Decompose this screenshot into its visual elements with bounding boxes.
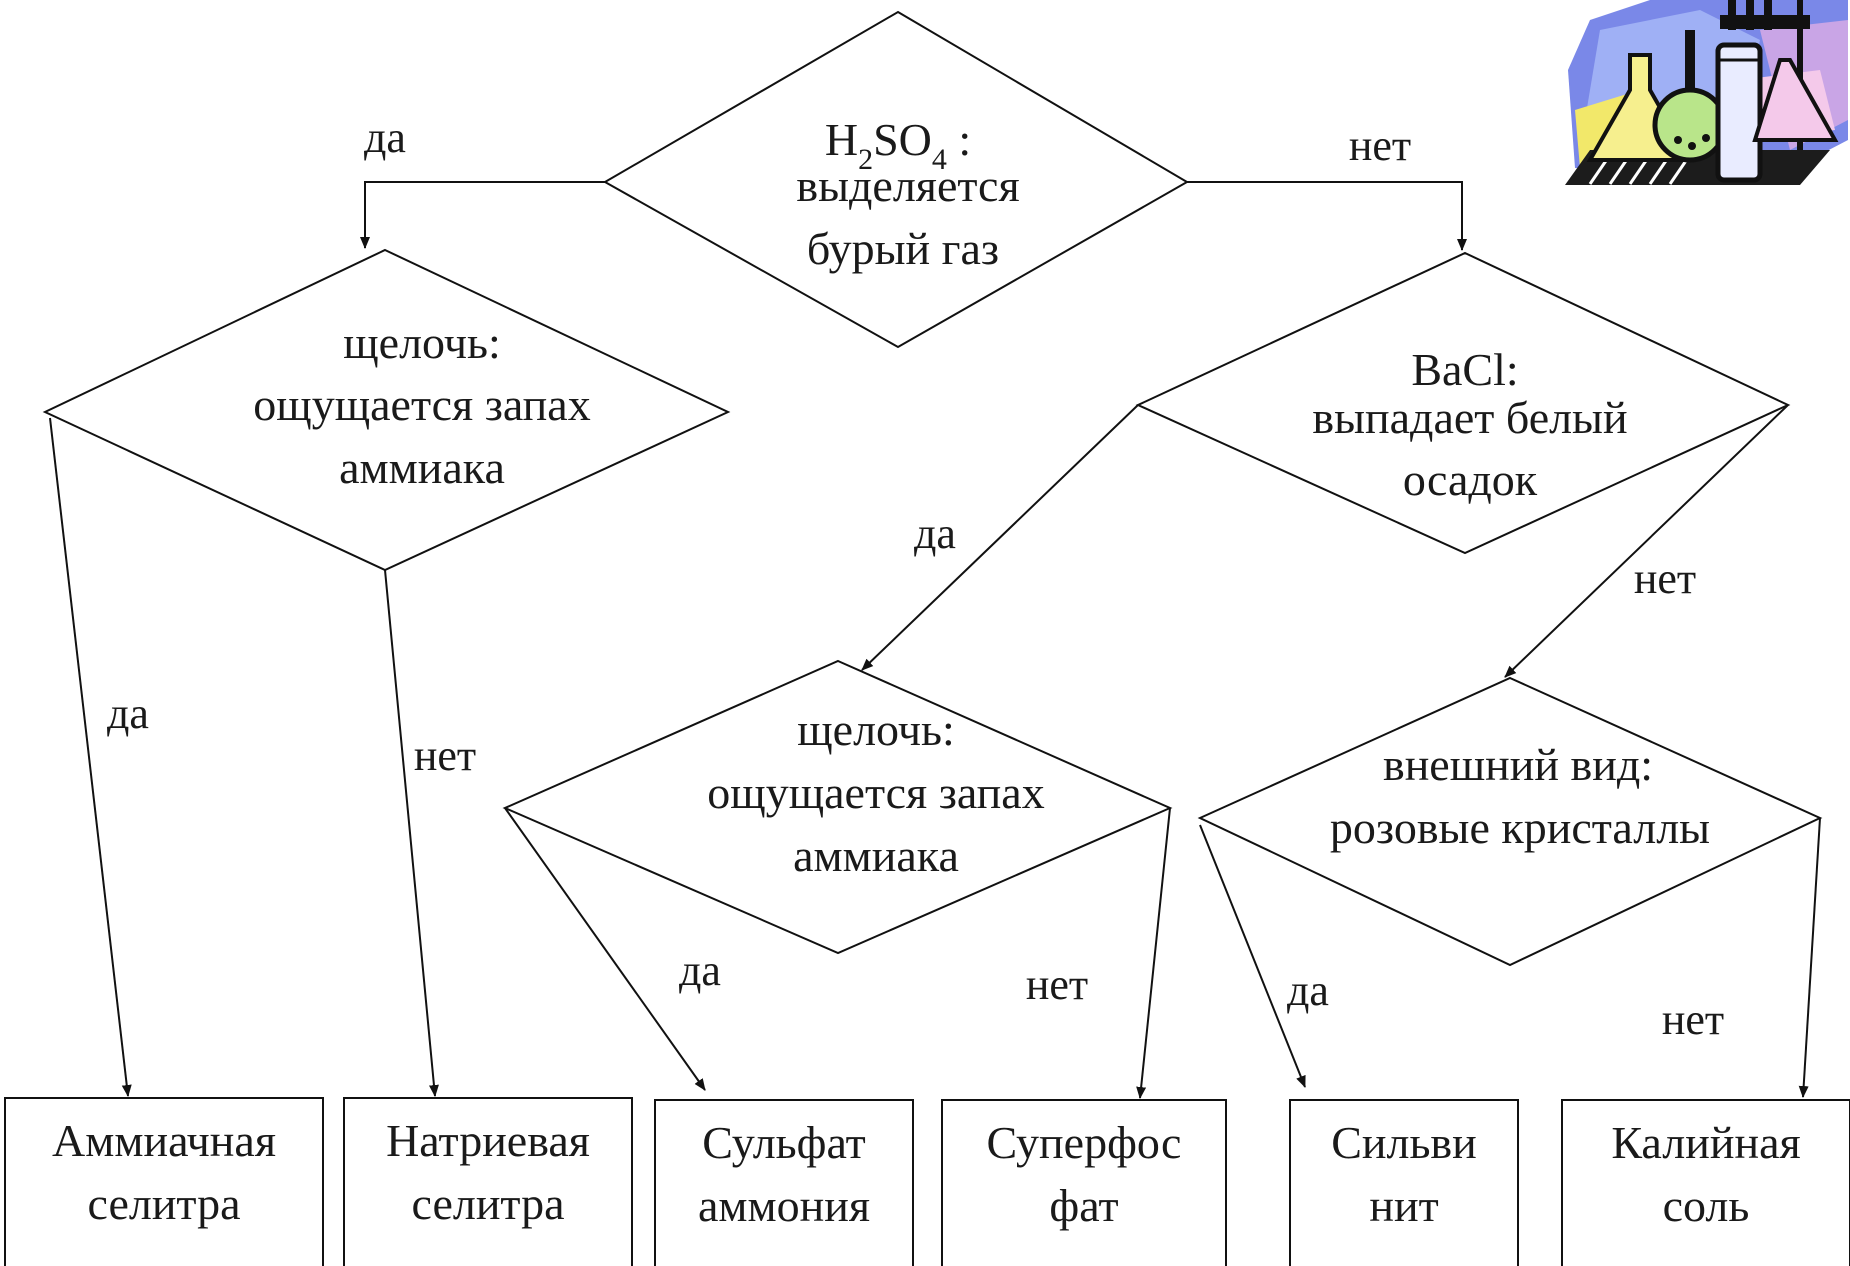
lab-flasks-icon [1565,0,1848,185]
result-line2: фат [1049,1180,1118,1231]
result-line1: Натриевая [386,1115,590,1166]
d4-line2: ощущается запах [707,767,1044,818]
result-boxes: Аммиачная селитра Натриевая селитра Суль… [4,1097,1850,1266]
d4-line1: щелочь: [797,704,955,755]
decision-d5: внешний вид: розовые кристаллы [1197,676,1823,967]
d1-so: SO [873,114,932,165]
d1-h: H [825,114,858,165]
edge-labels: да нет да нет да нет да нет да нет [107,113,1724,1044]
decision-d4: щелочь: ощущается запах аммиака [502,659,1173,955]
label-d2-no: нет [414,731,476,780]
d3-line1: BaCl: [1411,344,1518,395]
edge-d3-no [1504,404,1789,678]
d3-line2: выпадает белый [1312,392,1627,443]
d2-line1: щелочь: [343,317,501,368]
decision-d3: BaCl: выпадает белый осадок [1135,251,1791,555]
edge-d2-no [384,569,439,1097]
result-line2: нит [1369,1180,1438,1231]
d4-line3: аммиака [793,830,959,881]
result-line2: соль [1663,1180,1750,1231]
result-box: Сильви нит [1289,1099,1519,1266]
result-line1: Аммиачная [52,1115,276,1166]
label-d1-no: нет [1349,121,1411,170]
decision-d2: щелочь: ощущается запах аммиака [42,248,731,572]
edge-d5-yes [1199,824,1306,1088]
result-line1: Калийная [1611,1117,1800,1168]
d3-line3: осадок [1403,454,1538,505]
d1-line2: выделяется [796,160,1019,211]
label-d1-yes: да [364,113,406,162]
d1-sub2: 4 [932,143,947,176]
result-box: Калийная соль [1561,1099,1850,1266]
edge-d1-no [1187,181,1467,251]
label-d5-yes: да [1287,966,1329,1015]
label-d2-yes: да [107,689,149,738]
label-d5-no: нет [1662,995,1724,1044]
result-line2: селитра [411,1178,564,1229]
d1-sub1: 2 [858,143,873,176]
label-d3-yes: да [914,509,956,558]
result-line1: Суперфос [987,1117,1182,1168]
edge-d2-yes [49,417,132,1097]
d2-line2: ощущается запах [253,379,590,430]
edge-d1-yes [360,181,605,249]
result-box: Аммиачная селитра [4,1097,324,1266]
d5-line2: розовые кристаллы [1330,802,1710,853]
result-box: Натриевая селитра [343,1097,633,1266]
d5-line1: внешний вид: [1383,739,1653,790]
edge-d4-yes [504,807,706,1091]
decision-d1: H2SO4 : выделяется бурый газ [602,10,1189,349]
result-line1: Сильви [1331,1117,1477,1168]
connectors [49,181,1821,1099]
result-box: Сульфат аммония [654,1099,914,1266]
edge-d5-no [1798,817,1821,1098]
label-d4-yes: да [679,946,721,995]
result-box: Суперфос фат [941,1099,1227,1266]
edge-d3-yes [861,404,1139,671]
d2-line3: аммиака [339,442,505,493]
d1-line3: бурый газ [807,223,999,274]
edge-d4-no [1136,807,1171,1099]
label-d4-no: нет [1026,960,1088,1009]
result-line2: аммония [698,1180,870,1231]
result-line2: селитра [87,1178,240,1229]
result-line1: Сульфат [702,1117,866,1168]
label-d3-no: нет [1634,554,1696,603]
d1-colon: : [947,114,971,165]
d1-line1: H2SO4 : [825,114,971,176]
